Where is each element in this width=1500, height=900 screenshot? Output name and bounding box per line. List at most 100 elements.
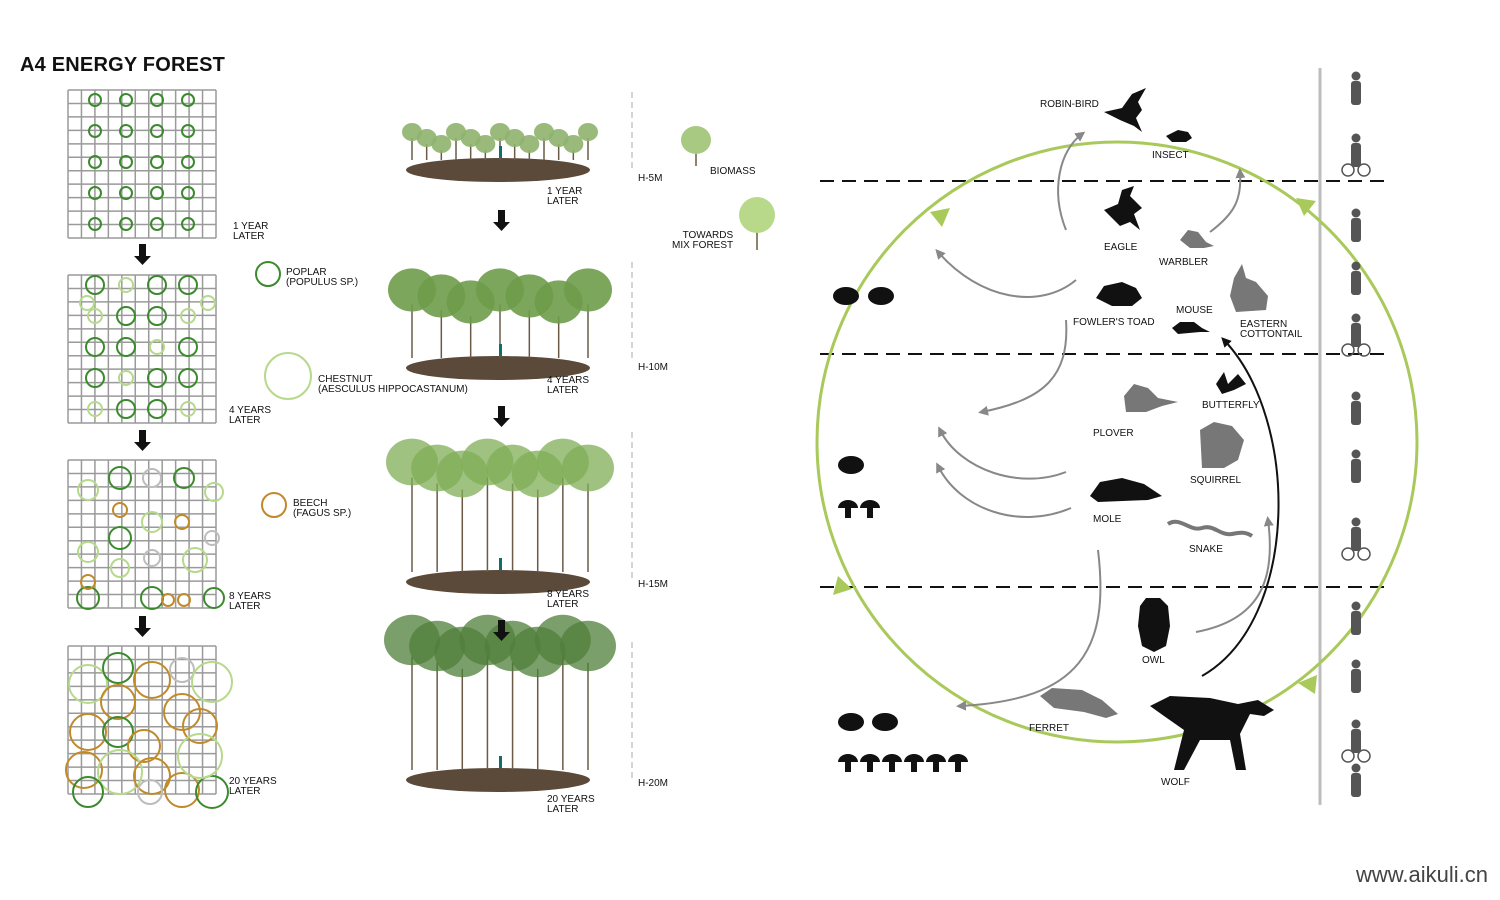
- tree-circle: [180, 308, 196, 324]
- cycle-arrow-heads: [833, 198, 1317, 694]
- pedestrian-icon: [1351, 71, 1361, 105]
- tree-circle: [150, 217, 164, 231]
- mushroom-icon: [838, 500, 858, 518]
- section-stage-label: 8 YEARS LATER: [547, 589, 590, 610]
- biomass-label: BIOMASS: [710, 166, 756, 177]
- tree-circle: [69, 713, 107, 751]
- tree-circle: [100, 684, 136, 720]
- tree-circle: [141, 511, 163, 533]
- leaf-pile-icon: [868, 287, 894, 305]
- height-label: H-15m: [638, 579, 669, 590]
- forest-sections: [384, 123, 616, 792]
- ferret-icon: [1040, 688, 1118, 718]
- animal-label-eagle: EAGLE: [1104, 242, 1138, 253]
- tree-circle: [118, 277, 134, 293]
- down-arrow-icon: [134, 616, 151, 637]
- mushroom-icon: [948, 754, 968, 772]
- tree-circle: [119, 155, 133, 169]
- tree-crown: [475, 135, 496, 153]
- cycle-arrow-icon: [1298, 675, 1317, 694]
- animal-label-robin: ROBIN-BIRD: [1040, 99, 1099, 110]
- pedestrian-icon: [1351, 208, 1361, 242]
- tree-circle: [169, 657, 195, 683]
- chestnut-circle-icon: [264, 352, 312, 400]
- tree-circle: [150, 93, 164, 107]
- wolf-icon: [1150, 696, 1274, 770]
- tree-circle: [119, 186, 133, 200]
- animal-label-squirrel: SQUIRREL: [1190, 475, 1242, 486]
- tree-circle: [181, 124, 195, 138]
- tree-circle: [178, 368, 198, 388]
- tree-crown: [562, 444, 614, 492]
- tree-circle: [177, 593, 191, 607]
- mix-forest-tree-icon: [739, 197, 775, 250]
- tree-circle: [110, 558, 130, 578]
- tree-circle: [85, 368, 105, 388]
- animal-label-insect: INSECT: [1152, 150, 1189, 161]
- tree-circle: [97, 749, 143, 795]
- tree-circle: [150, 186, 164, 200]
- tree-circle: [80, 574, 96, 590]
- leaf-pile-icon: [833, 287, 859, 305]
- beech-circle-icon: [261, 492, 287, 518]
- tree-circle: [181, 186, 195, 200]
- pedestrian-icon: [1351, 391, 1361, 425]
- owl-icon: [1138, 598, 1170, 652]
- towards-mix-forest-label: TOWARDS MIX FOREST: [672, 230, 734, 251]
- tree-circle: [147, 368, 167, 388]
- person-scale-icon: [499, 344, 502, 356]
- tree-circle: [181, 93, 195, 107]
- tree-circle: [140, 586, 164, 610]
- animal-label-warbler: WARBLER: [1159, 257, 1209, 268]
- soil-mound: [406, 356, 590, 380]
- down-arrow-icon: [134, 430, 151, 451]
- tree-crown: [560, 620, 616, 672]
- tree-circle: [77, 479, 99, 501]
- legend-poplar-label: POPLAR (POPULUS SP.): [286, 267, 359, 288]
- tree-circle: [203, 587, 225, 609]
- forest-section: [386, 438, 614, 594]
- planting-grid: [67, 89, 217, 239]
- tree-circle: [72, 776, 104, 808]
- planting-grids: [65, 89, 233, 809]
- tree-circle: [150, 124, 164, 138]
- leaf-pile-icon: [872, 713, 898, 731]
- legend-beech-label: BEECH (FAGUS SP.): [293, 498, 352, 519]
- leaf-pile-icon: [838, 713, 864, 731]
- grid-stage-label: 20 YEARS LATER: [229, 776, 277, 797]
- tree-circle: [119, 93, 133, 107]
- tree-circle: [65, 751, 103, 789]
- page-title: A4 ENERGY FOREST: [20, 54, 226, 76]
- person-scale-icon: [499, 146, 502, 158]
- tree-circle: [127, 729, 161, 763]
- tree-circle: [161, 593, 175, 607]
- snake-icon: [1166, 519, 1254, 538]
- leaf-pile-icon: [838, 456, 864, 474]
- tree-circle: [147, 306, 167, 326]
- tree-circle: [142, 468, 162, 488]
- tree-circle: [119, 124, 133, 138]
- tree-circle: [88, 124, 102, 138]
- strata-lines: [820, 180, 1392, 588]
- tree-circle: [164, 772, 200, 808]
- cycle-ring: [815, 140, 1419, 744]
- tree-circle: [68, 664, 108, 704]
- animal-label-toad: FOWLER'S TOAD: [1073, 317, 1155, 328]
- insect-icon: [1166, 130, 1192, 142]
- tree-circle: [102, 716, 134, 748]
- tree-circle: [108, 526, 132, 550]
- person-scale-icon: [499, 558, 502, 570]
- warbler-icon: [1180, 230, 1214, 248]
- section-stage-label: 20 YEARS LATER: [547, 794, 595, 815]
- watermark: www.aikuli.cn: [1355, 862, 1488, 887]
- planting-grid: [65, 645, 233, 809]
- person-scale-icon: [499, 756, 502, 768]
- grid-stage-arrows: [134, 244, 151, 637]
- squirrel-icon: [1200, 422, 1244, 468]
- tree-circle: [149, 339, 165, 355]
- rabbit-icon: [1230, 264, 1268, 312]
- animal-label-wolf: WOLF: [1161, 777, 1190, 788]
- animal-label-cottontail: EASTERN COTTONTAIL: [1240, 319, 1303, 340]
- predator-flow-arrow: [1201, 337, 1280, 677]
